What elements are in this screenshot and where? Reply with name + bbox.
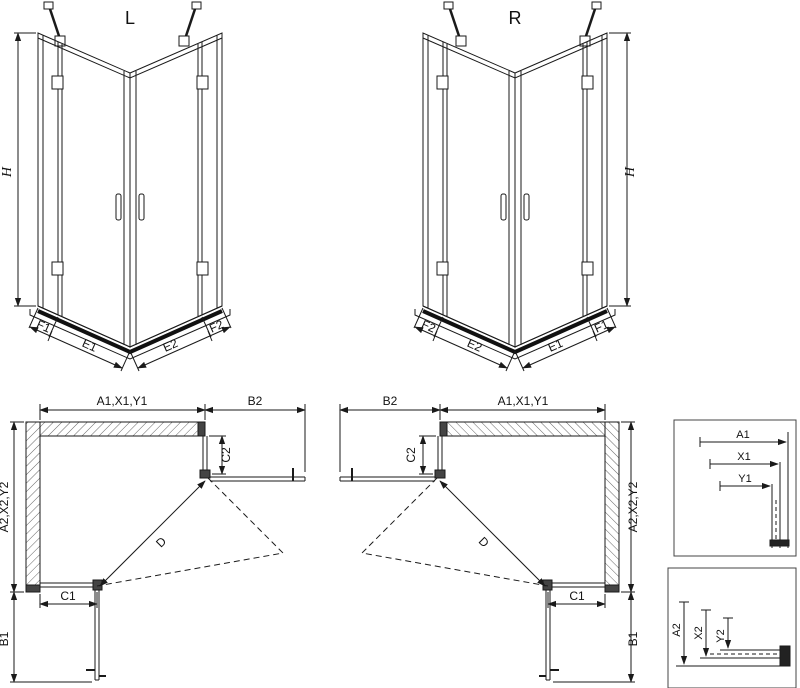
door-handle-icon [115, 193, 145, 221]
dim-label-e1: E1 [546, 336, 565, 355]
dim-label-d: D [476, 534, 492, 550]
iso-view-geometry [14, 1, 232, 372]
dim-label-e2: E2 [465, 336, 484, 355]
dim-label-height: H [623, 166, 638, 178]
wall-profile-icon [769, 539, 790, 547]
dim-label-c2: C2 [219, 447, 233, 463]
detail-top-labels: A1 X1 Y1 [736, 429, 751, 485]
iso-right-labels: R H F2 E2 E1 F1 [419, 8, 638, 355]
detail-bottom-labels: A2 X2 Y2 [671, 623, 727, 642]
dim-label-a1x1y1: A1,X1,Y1 [97, 394, 148, 408]
bottom-dimensions [28, 307, 232, 372]
variant-label-right: R [509, 8, 522, 28]
return-panel [199, 436, 211, 479]
dim-label-d: D [153, 534, 169, 550]
support-arm-icon [43, 1, 202, 47]
dim-label-height: H [0, 166, 15, 178]
dim-label-a2x2y2: A2,X2,Y2 [626, 481, 640, 532]
iso-left-labels: L H F1 E1 E2 F2 [0, 8, 226, 355]
dim-label-b1: B1 [0, 631, 11, 646]
dim-label-c1: C1 [60, 589, 76, 603]
dim-label-e2: E2 [161, 336, 180, 355]
dim-label-b2: B2 [248, 394, 263, 408]
plan-view-geometry [10, 404, 306, 683]
dim-label-a2x2y2: A2,X2,Y2 [0, 481, 11, 532]
dim-label-a1x1y1: A1,X1,Y1 [498, 394, 549, 408]
open-door-side [86, 590, 106, 681]
dim-label-y1: Y1 [738, 473, 751, 485]
hinge-icon [51, 75, 209, 276]
open-door-top [210, 468, 306, 482]
dim-label-f1: F1 [592, 317, 611, 336]
dim-label-y2: Y2 [715, 629, 727, 642]
dim-label-c2: C2 [404, 447, 418, 463]
fixed-glass-sections [25, 421, 206, 593]
plan-dimensions [10, 404, 306, 683]
dim-label-b2: B2 [383, 394, 398, 408]
plan-left-labels: A1,X1,Y1 B2 C2 A2,X2,Y2 C1 D B1 [0, 394, 263, 646]
glass-panels [37, 32, 223, 348]
wall-profile-icon [779, 645, 791, 667]
dim-label-x2: X2 [693, 626, 705, 639]
dim-label-x1: X1 [737, 451, 750, 463]
door-swing-lines [96, 477, 285, 587]
dim-label-f2: F2 [207, 317, 226, 336]
detail-top [673, 419, 797, 557]
dim-label-c1: C1 [569, 589, 585, 603]
height-dimension [14, 32, 36, 307]
dim-label-b1: B1 [626, 631, 640, 646]
dim-label-f2: F2 [419, 317, 438, 336]
dim-label-a2: A2 [671, 623, 683, 636]
plan-right-labels: B2 A1,X1,Y1 C2 A2,X2,Y2 C1 D B1 [383, 394, 640, 646]
detail-bottom [667, 567, 797, 688]
dim-label-e1: E1 [80, 336, 99, 355]
iso-view-right-geometry [414, 2, 631, 371]
dim-label-a1: A1 [736, 429, 749, 441]
dim-label-f1: F1 [34, 317, 53, 336]
variant-label-left: L [125, 8, 135, 28]
